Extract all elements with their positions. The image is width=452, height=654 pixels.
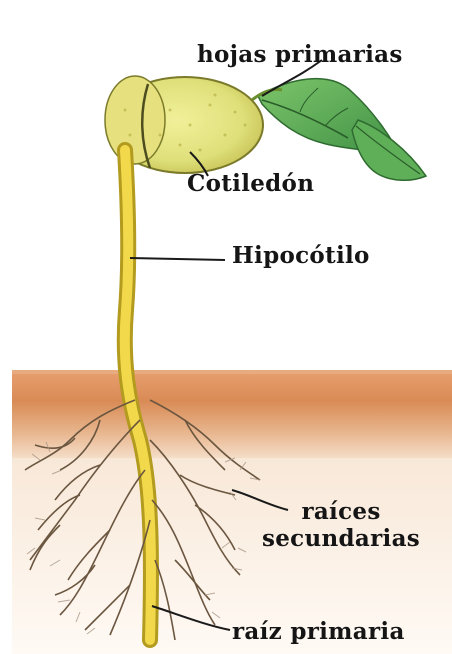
label-cotyledon: Cotiledón	[187, 170, 314, 197]
label-primary-root: raíz primaria	[232, 618, 405, 645]
primary-leaves	[252, 79, 426, 181]
label-primary-leaves: hojas primarias	[197, 41, 403, 68]
label-secondary-roots: raíces secundarias	[262, 498, 420, 552]
label-hypocotyl: Hipocótilo	[232, 242, 370, 269]
label-secondary-roots-line1: raíces	[262, 498, 420, 525]
label-secondary-roots-line2: secundarias	[262, 525, 420, 552]
soil-band	[12, 370, 452, 458]
leader-hipocotilo	[130, 258, 225, 260]
